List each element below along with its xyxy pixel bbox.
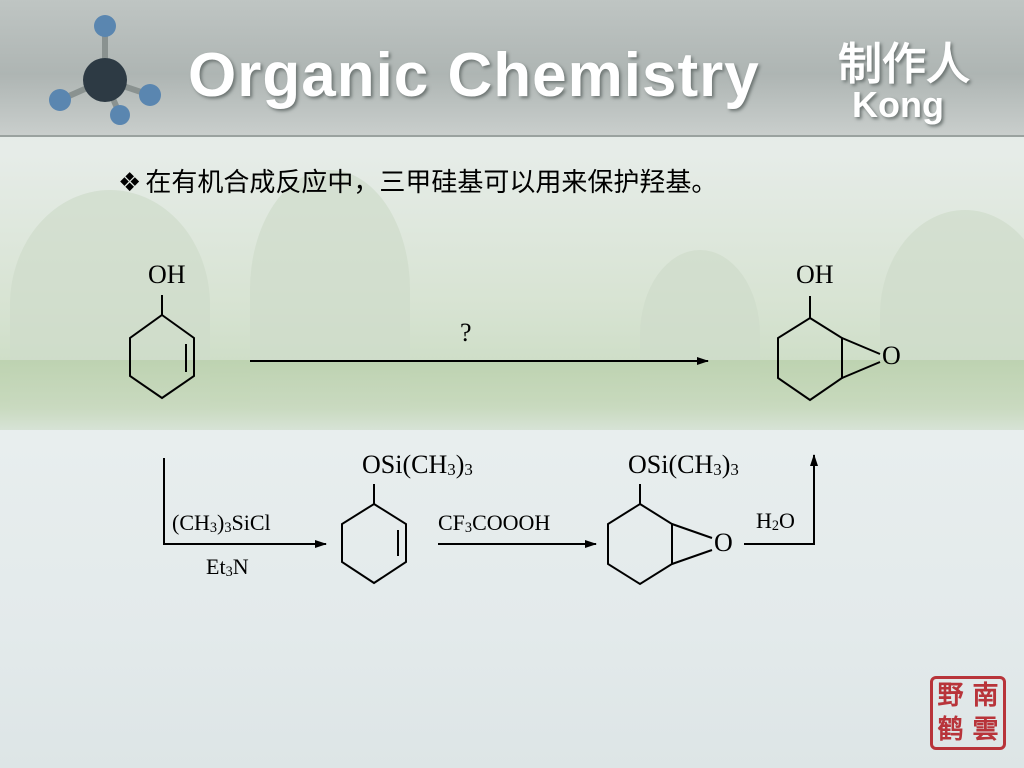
seal-char: 南 (972, 681, 999, 711)
artist-seal: 野 南 鹤 雲 (930, 676, 1006, 750)
step3-arrow (744, 454, 818, 545)
banner-title: Organic Chemistry (188, 41, 760, 110)
start-ring (129, 313, 195, 400)
silyl-epoxide-ring-oxygen: O (714, 528, 733, 557)
banner-author: Kong (852, 84, 944, 125)
product-epoxide-bond-top (841, 337, 881, 355)
step1-reagent: (CH3)3SiCl (172, 510, 271, 536)
silyl-epoxide-ring (607, 502, 673, 586)
product-ring (777, 316, 843, 402)
silyl-epoxide-bond-top (671, 523, 713, 539)
banner-maker-label: 制作人 (838, 39, 970, 90)
start-oh-label: OH (148, 260, 186, 289)
bullet-icon: ❖ (118, 168, 142, 198)
background-water (0, 430, 1024, 768)
step2-reagent: CF3COOOH (438, 510, 551, 536)
product-epoxide-bond-bottom (841, 361, 881, 379)
intro-text: 在有机合成反应中，三甲硅基可以用来保护羟基。 (145, 168, 718, 198)
step3-reagent: H2O (756, 508, 795, 534)
product-ring-oxygen: O (882, 341, 901, 370)
step1-arrow (163, 458, 327, 548)
question-mark: ? (460, 318, 472, 347)
silyl-epoxide-bond-bottom (671, 549, 713, 565)
seal-char: 鹤 (937, 715, 964, 745)
seal-char: 野 (937, 681, 964, 711)
silyl-ether-ring (341, 502, 407, 585)
product-oh-label: OH (796, 260, 834, 289)
header-banner: Organic Chemistry 制作人 Kong (0, 0, 1024, 137)
silyl-epoxide-label: OSi(CH3)3 (628, 450, 739, 479)
seal-char: 雲 (972, 715, 999, 745)
silyl-ether-label: OSi(CH3)3 (362, 450, 473, 479)
molecule-model-icon (49, 15, 161, 125)
intro-statement: ❖在有机合成反应中，三甲硅基可以用来保护羟基。 (118, 162, 717, 199)
step1-base: Et3N (206, 554, 249, 580)
